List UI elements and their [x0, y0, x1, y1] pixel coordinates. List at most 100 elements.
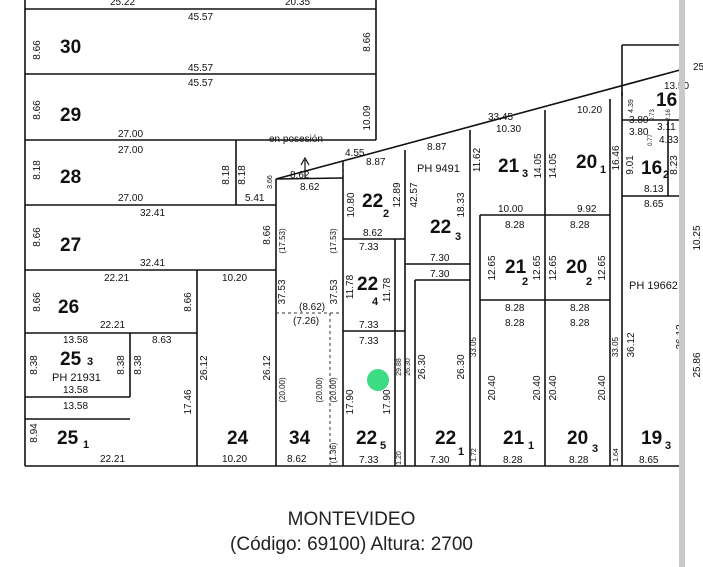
lot-22-2: 22: [362, 191, 383, 212]
dim: 8.28: [570, 318, 590, 329]
dim: 36.12: [626, 332, 637, 357]
dim: 8.87: [366, 157, 386, 168]
lot-16-2: 16: [641, 158, 662, 179]
lot-20-2: 20: [566, 257, 587, 278]
dim: 10.00: [498, 204, 523, 215]
ph-9491: PH 9491: [417, 163, 460, 175]
lot-21-3: 21: [498, 156, 520, 177]
dim: 8.28: [505, 220, 525, 231]
dim: 22.21: [104, 273, 129, 284]
dim: 10.30: [496, 124, 521, 135]
lot-21-1: 21: [503, 428, 525, 449]
dim: 32.41: [140, 208, 165, 219]
lot-20-3-sub: 3: [592, 443, 598, 455]
location-marker[interactable]: [367, 369, 389, 391]
dim: 7.33: [359, 455, 379, 466]
dim: 14.05: [533, 153, 544, 178]
dim: 8.62: [300, 182, 320, 193]
dim: 8.66: [32, 292, 43, 312]
lot-20-3: 20: [567, 428, 588, 449]
dim: 4.33: [659, 135, 679, 146]
dim: 7.30: [430, 253, 450, 264]
dim: 29.88: [396, 358, 403, 376]
dim: 8.28: [569, 455, 589, 466]
dim: 8.28: [503, 455, 523, 466]
en-posesion-note: en posesión: [269, 134, 323, 145]
dim: 11.62: [472, 147, 483, 172]
dim: 8.18: [237, 165, 248, 185]
dim: 26.12: [199, 355, 210, 380]
lot-22-3: 22: [430, 217, 451, 238]
dim: 20.35: [285, 0, 310, 8]
dim: 3.80: [629, 127, 649, 138]
lot-20-2-sub: 2: [586, 276, 592, 288]
dim: 7.30: [430, 455, 450, 466]
dim: 3.80: [629, 115, 649, 126]
arrow-icon: [300, 156, 310, 177]
dim: 7.33: [359, 336, 379, 347]
dim: 10.20: [222, 273, 247, 284]
dim: (8.62): [299, 302, 325, 313]
dim: 1.20: [396, 451, 403, 465]
dim: 27.00: [118, 129, 143, 140]
dim: 8.18: [32, 160, 43, 180]
dim: 10.25: [692, 225, 703, 250]
dim: 20.40: [597, 375, 608, 400]
dim: 8.23: [669, 155, 680, 175]
lot-26: 26: [58, 297, 79, 318]
dim: 33.45: [488, 112, 513, 123]
dim: 3.66: [267, 175, 274, 189]
dim: 3.11: [657, 122, 676, 133]
dim: 16.46: [611, 145, 622, 170]
lot-25-3: 25: [60, 349, 82, 370]
dim: 0.73: [650, 109, 656, 121]
lot-16-2-sub: 2: [663, 169, 669, 181]
lot-20-1-sub: 1: [600, 164, 606, 176]
lot-21-1-sub: 1: [528, 440, 534, 452]
dim: 8.38: [116, 355, 127, 375]
dim: 14.05: [548, 153, 559, 178]
dim: 8.65: [644, 199, 664, 210]
dim: 8.66: [32, 100, 43, 120]
dim: 42.57: [409, 182, 420, 207]
dim: 13.58: [63, 335, 88, 346]
lot-22-4-sub: 4: [372, 296, 379, 308]
dim: 12.89: [392, 182, 403, 207]
dim: 17.90: [345, 389, 356, 414]
lot-19-3: 19: [641, 428, 662, 449]
dim: (1.36): [329, 442, 338, 463]
dim: 12.65: [548, 255, 559, 280]
dim: 45.57: [188, 78, 213, 89]
dim: 17.90: [382, 389, 393, 414]
dim: 8.28: [505, 303, 525, 314]
dim: 22.21: [100, 320, 125, 331]
lot-25-1: 25: [57, 428, 79, 449]
lot-27: 27: [60, 235, 81, 256]
scroll-divider: [679, 0, 685, 567]
lot-29: 29: [60, 105, 81, 126]
dim: 12.65: [532, 255, 543, 280]
dim: 27.00: [118, 193, 143, 204]
dim: (7.26): [293, 316, 319, 327]
dim: 8.66: [362, 32, 373, 52]
dim: 13.50: [664, 81, 689, 92]
dim: 11.78: [345, 274, 356, 299]
dim: 8.94: [29, 423, 40, 443]
lot-22-5-sub: 5: [380, 440, 386, 452]
dim: 2.16: [666, 109, 672, 121]
dim: 26.12: [262, 355, 273, 380]
ph-19662: PH 19662: [629, 280, 678, 292]
dim: 20.40: [487, 375, 498, 400]
possession-lines: [276, 160, 344, 466]
lot-boundaries: [24, 0, 681, 467]
dim: 45.57: [188, 63, 213, 74]
dim: 26.30: [456, 354, 467, 379]
ph-21931: PH 21931: [52, 372, 101, 384]
dim: 8.66: [32, 227, 43, 247]
dim: 1.64: [613, 448, 620, 462]
dim: 0.77: [648, 134, 654, 146]
dim: 17.46: [183, 389, 194, 414]
dim: 45.57: [188, 12, 213, 23]
dim: 10.20: [222, 454, 247, 465]
